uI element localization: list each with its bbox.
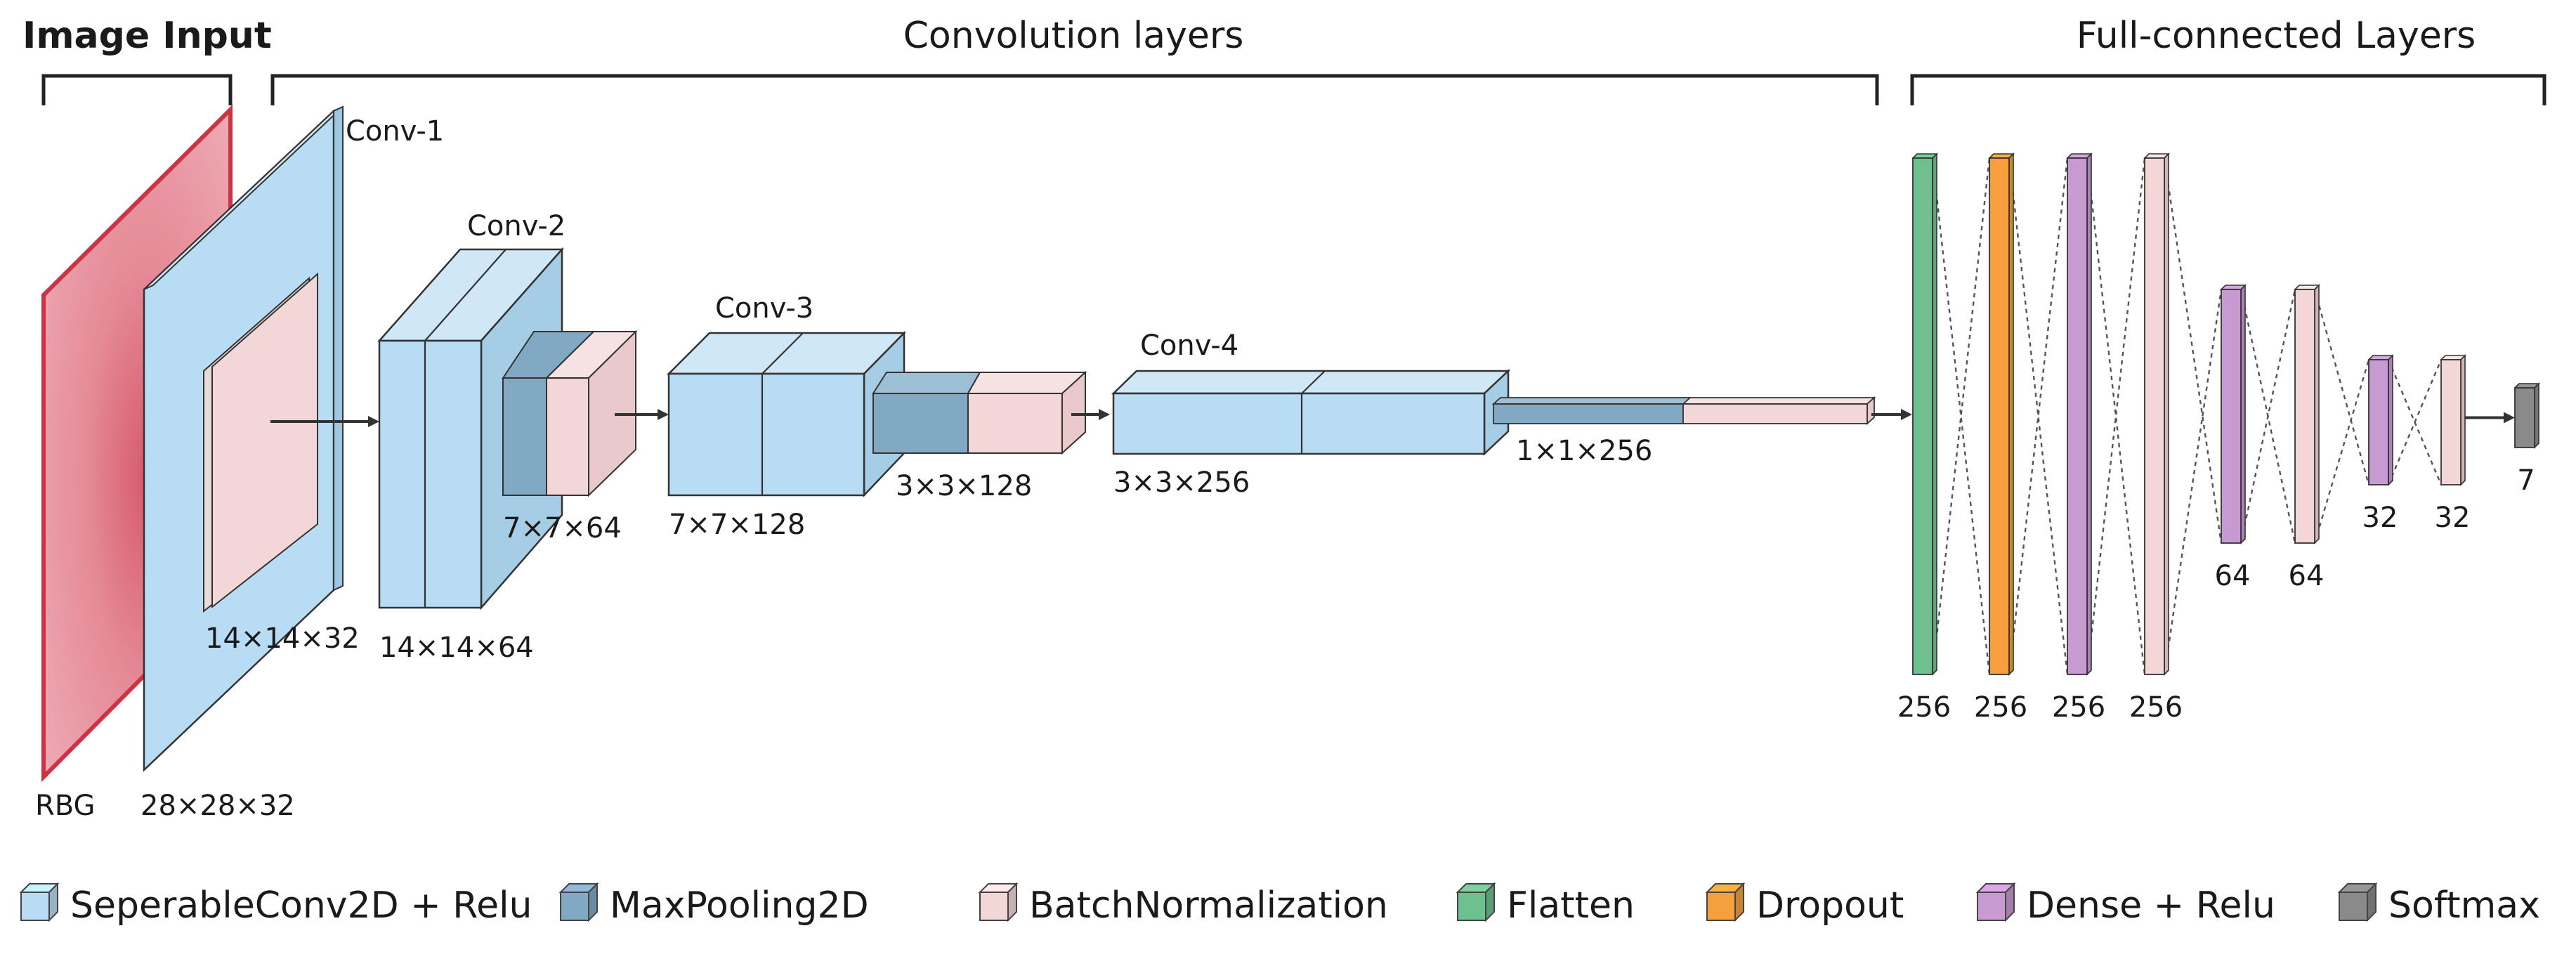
conv1-batchnorm-block <box>203 272 318 613</box>
section-title-full-connected-layers: Full-connected Layers <box>2077 15 2476 57</box>
legend-item: Flatten <box>1456 882 1635 927</box>
conv3-block <box>666 330 906 498</box>
fc-connection-line <box>2240 289 2296 544</box>
fc-connection-line <box>2163 289 2223 675</box>
legend-cube-icon <box>558 882 599 922</box>
bracket-image-input <box>41 74 233 105</box>
fc-connection-line <box>2086 157 2146 675</box>
arrowhead-conv1-conv2 <box>368 416 379 427</box>
legend-cube-icon <box>19 882 60 922</box>
fc-layer-dense-relu <box>2220 284 2247 544</box>
fc-layer-batchnormalization <box>2294 284 2320 544</box>
label-conv3-dim: 7×7×128 <box>669 509 805 541</box>
legend-item: Dropout <box>1705 882 1904 927</box>
fc-layer-units-label: 256 <box>1897 691 1951 724</box>
legend: SeperableConv2D + Relu MaxPooling2D BatchN… <box>19 882 2540 927</box>
arrowhead-conv-fc <box>1901 409 1912 420</box>
label-conv4: Conv-4 <box>1140 329 1238 362</box>
legend-label: SeperableConv2D + Relu <box>70 885 532 927</box>
legend-label: Dropout <box>1756 885 1904 927</box>
legend-label: MaxPooling2D <box>610 885 869 927</box>
fc-connection-line <box>2086 157 2146 675</box>
legend-label: Softmax <box>2388 885 2540 927</box>
fc-layer-dense-relu <box>2066 152 2093 676</box>
fc-layer-units-label: 64 <box>2289 560 2325 592</box>
legend-cube-icon <box>978 882 1019 922</box>
fc-layer-dense-relu <box>2367 354 2394 486</box>
fc-layer-dropout <box>1988 152 2015 676</box>
label-conv2-pool: 7×7×64 <box>503 512 622 544</box>
conv2-block <box>377 247 564 611</box>
fc-layer-units-label: 256 <box>1974 691 2027 724</box>
arrowhead-to-softmax <box>2504 412 2515 424</box>
conv4-block <box>1111 369 1511 456</box>
legend-item: Softmax <box>2337 882 2540 927</box>
legend-cube-icon <box>1975 882 2016 922</box>
fc-layer-units-label: 256 <box>2052 691 2105 724</box>
legend-item: BatchNormalization <box>978 882 1388 927</box>
label-conv4-dim: 3×3×256 <box>1113 466 1250 499</box>
fc-connection-line <box>1931 157 1991 675</box>
legend-item: SeperableConv2D + Relu <box>19 882 532 927</box>
fc-connection-line <box>1931 157 1991 675</box>
arrowhead-conv3-conv4 <box>1099 409 1110 420</box>
legend-cube-icon <box>1456 882 1496 922</box>
conv2-pool-bn-block <box>502 329 638 497</box>
arrowhead-conv2-conv3 <box>658 409 669 420</box>
fc-layer-flatten <box>1911 152 1938 676</box>
fc-layer-units-label: 256 <box>2129 691 2183 724</box>
fc-connection-line <box>2387 359 2443 485</box>
label-conv3-pool: 3×3×128 <box>896 470 1032 502</box>
legend-cube-icon <box>1705 882 1746 922</box>
fc-layer-units-label: 32 <box>2362 502 2398 534</box>
legend-item: MaxPooling2D <box>558 882 869 927</box>
section-title-convolution-layers: Convolution layers <box>903 15 1244 57</box>
fc-connection-line <box>2008 157 2069 675</box>
fc-connection-line <box>2313 359 2370 544</box>
legend-item: Dense + Relu <box>1975 882 2275 927</box>
section-title-image-input: Image Input <box>22 15 272 57</box>
fc-connection-line <box>2008 157 2069 675</box>
bracket-full-connected-layers <box>1910 74 2546 105</box>
fc-layer-softmax <box>2513 382 2540 449</box>
fc-layers: 256 256 256 256 64 64 32 32 7 <box>1897 152 2540 724</box>
label-flat-dim: 1×1×256 <box>1516 435 1652 467</box>
conv3-pool-bn-block <box>872 370 1087 455</box>
bracket-convolution-layers <box>270 74 1879 105</box>
fc-layer-units-label: 32 <box>2435 502 2471 534</box>
fc-layer-units-label: 7 <box>2517 464 2535 497</box>
fc-layer-batchnormalization <box>2143 152 2170 676</box>
conv4-pool-bn-strip <box>1491 396 1876 426</box>
legend-label: Dense + Relu <box>2027 885 2275 927</box>
fc-layer-units-label: 64 <box>2215 560 2251 592</box>
fc-connections <box>1931 157 2515 675</box>
legend-label: Flatten <box>1507 885 1635 927</box>
label-input-dim: 28×28×32 <box>140 790 295 822</box>
label-conv1: Conv-1 <box>346 115 444 148</box>
label-conv3: Conv-3 <box>715 292 813 325</box>
legend-label: BatchNormalization <box>1029 885 1388 927</box>
legend-cube-icon <box>2337 882 2378 922</box>
fc-connection-line <box>2313 289 2370 485</box>
label-conv2: Conv-2 <box>467 210 565 242</box>
fc-connection-line <box>2163 157 2223 544</box>
label-conv1-inner: 14×14×32 <box>205 622 360 655</box>
fc-layer-batchnormalization <box>2440 354 2466 486</box>
label-rgb: RBG <box>35 790 96 822</box>
label-conv2-dim: 14×14×64 <box>379 632 534 664</box>
